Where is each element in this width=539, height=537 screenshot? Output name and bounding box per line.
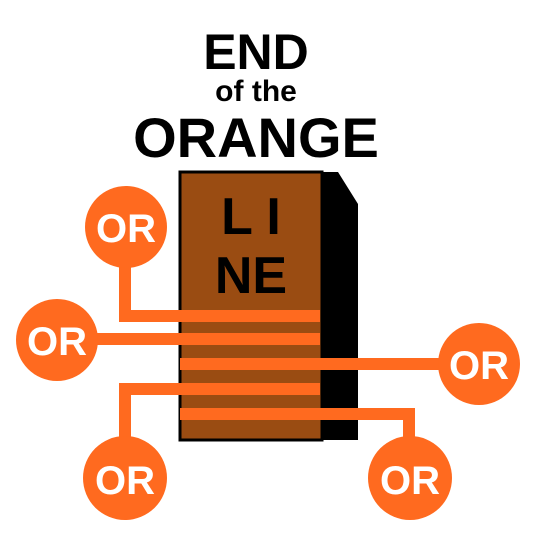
node-middle-left-circle: [16, 299, 98, 381]
trace-right-middle-horizontal: [320, 358, 444, 370]
trace-bar-4: [180, 383, 320, 395]
box-text-line-1: L I: [221, 188, 281, 246]
node-bottom-left-circle: [83, 436, 167, 520]
trace-left-upper-horizontal: [119, 310, 180, 322]
box-shadow-side: [322, 172, 358, 440]
node-bottom-left-label: OR: [95, 459, 155, 503]
title-line-3: ORANGE: [133, 106, 379, 169]
trace-bar-2: [180, 333, 320, 345]
node-top-left: OR: [85, 186, 167, 268]
line-box: [178, 170, 324, 442]
node-bottom-right-circle: [368, 436, 452, 520]
trace-bar-1: [180, 310, 320, 322]
node-bottom-right-label: OR: [380, 459, 440, 503]
node-middle-left-label: OR: [27, 320, 87, 364]
node-middle-right-label: OR: [449, 344, 509, 388]
trace-left-middle-horizontal: [90, 333, 180, 345]
box-text-line-2: NE: [215, 247, 287, 305]
node-top-left-circle: [85, 186, 167, 268]
trace-left-lower-horizontal: [119, 383, 180, 395]
trace-bar-5: [180, 408, 320, 420]
node-middle-right-circle: [438, 323, 520, 405]
node-bottom-left: OR: [83, 436, 167, 520]
node-middle-left: OR: [16, 299, 98, 381]
title-line-1: END: [203, 24, 309, 80]
trace-bar-3: [180, 358, 320, 370]
node-middle-right: OR: [438, 323, 520, 405]
node-top-left-label: OR: [96, 207, 156, 251]
node-bottom-right: OR: [368, 436, 452, 520]
title-line-2: of the: [215, 75, 297, 108]
trace-right-lower-horizontal: [320, 408, 415, 420]
